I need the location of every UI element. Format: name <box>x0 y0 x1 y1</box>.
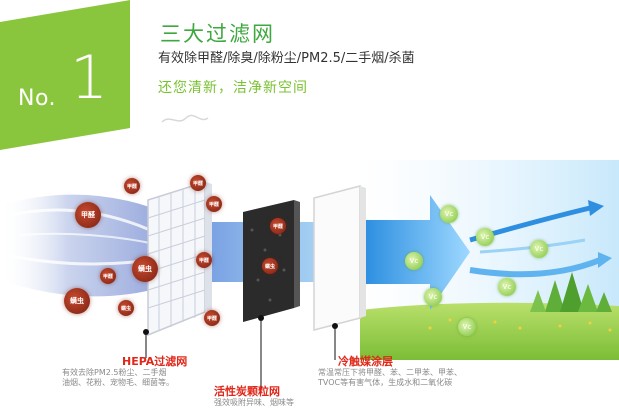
carbon-desc-line-1: 强效吸附异味、烟味等 <box>214 398 294 407</box>
page-subtitle: 有效除甲醛/除臭/除粉尘/PM2.5/二手烟/杀菌 <box>158 51 415 66</box>
vc-bubble: Vc <box>440 205 458 223</box>
number-badge: No. 1 <box>0 0 130 150</box>
catalyst-desc-line-1: 常温常压下将甲醛、苯、二甲苯、甲苯、 <box>318 368 462 377</box>
particle-mite: 螨虫 <box>118 300 134 316</box>
particle-formaldehyde: 甲醛 <box>124 178 140 194</box>
badge-prefix: No. <box>18 86 57 111</box>
particle-formaldehyde: 甲醛 <box>196 252 212 268</box>
particle-formaldehyde: 甲醛 <box>204 310 220 326</box>
particle-formaldehyde: 甲醛 <box>206 196 222 212</box>
carbon-label: 活性炭颗粒网 强效吸附异味、烟味等 <box>214 386 294 408</box>
hepa-desc-line-1: 有效去除PM2.5粉尘、二手烟 <box>62 368 167 377</box>
catalyst-label: 冷触媒涂层 常温常压下将甲醛、苯、二甲苯、甲苯、 TVOC等有害气体，生成水和二… <box>318 356 462 388</box>
badge-shape <box>0 0 130 150</box>
slogan: 还您清新，洁净新空间 <box>158 80 308 96</box>
filter-scene: 甲醛 甲醛 甲醛 甲醛 甲醛 螨虫 螨虫 甲醛 螨虫 甲醛 螨虫 甲醛 Vc V… <box>0 160 619 412</box>
hepa-label: HEPA过滤网 有效去除PM2.5粉尘、二手烟 油烟、花粉、宠物毛、细菌等。 <box>62 356 187 388</box>
catalyst-desc-line-2: TVOC等有害气体，生成水和二氧化碳 <box>318 378 453 387</box>
vc-bubble: Vc <box>498 278 516 296</box>
vc-bubble: Vc <box>405 252 423 270</box>
badge-number: 1 <box>70 43 109 113</box>
hepa-title: HEPA过滤网 <box>122 355 188 368</box>
vc-bubble: Vc <box>458 318 476 336</box>
faint-logo <box>161 114 209 123</box>
catalyst-filter-panel <box>313 185 366 331</box>
particle-formaldehyde: 甲醛 <box>100 268 116 284</box>
carbon-title: 活性炭颗粒网 <box>214 385 280 398</box>
particle-formaldehyde: 甲醛 <box>270 218 286 234</box>
particle-formaldehyde: 甲醛 <box>190 175 206 191</box>
catalyst-title: 冷触媒涂层 <box>338 355 393 368</box>
particle-mite: 螨虫 <box>262 258 278 274</box>
vc-bubble: Vc <box>476 228 494 246</box>
hepa-desc-line-2: 油烟、花粉、宠物毛、细菌等。 <box>62 378 174 387</box>
filter-illustration <box>0 160 619 388</box>
vc-bubble: Vc <box>530 240 548 258</box>
hepa-filter-panel <box>147 180 212 337</box>
particle-mite: 螨虫 <box>132 256 158 282</box>
page-title: 三大过滤网 <box>160 22 275 46</box>
particle-mite: 螨虫 <box>64 288 90 314</box>
vc-bubble: Vc <box>424 288 442 306</box>
particle-formaldehyde: 甲醛 <box>75 202 101 228</box>
